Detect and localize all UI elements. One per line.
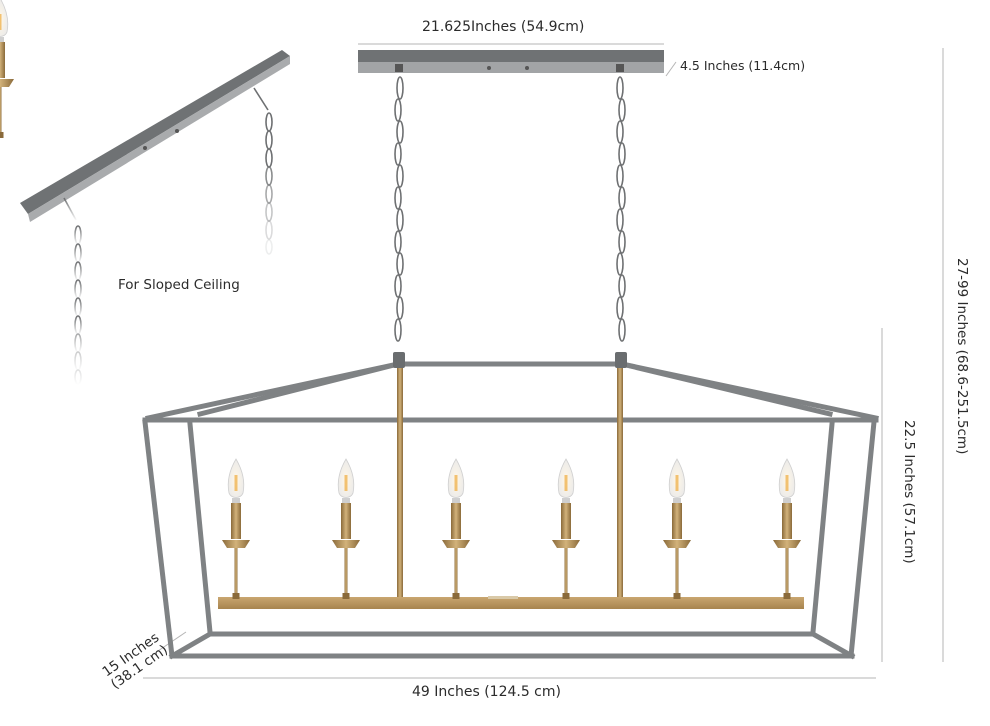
chain-right <box>616 76 626 342</box>
width-label: 49 Inches (124.5 cm) <box>412 684 561 700</box>
candles <box>0 0 14 138</box>
canopy-width-label: 21.625Inches (54.9cm) <box>422 19 585 35</box>
dimension-lines <box>143 43 944 679</box>
chains <box>394 76 626 342</box>
brass-rods <box>397 368 623 598</box>
body-height-label: 22.5 Inches (57.1cm) <box>901 420 917 564</box>
crossbar-plate <box>488 596 518 599</box>
overall-height-label: 27-99 Inches (68.6-251.5cm) <box>954 258 970 455</box>
lantern-frame <box>142 360 879 660</box>
frame-knuckles <box>393 352 627 368</box>
canopy <box>358 50 664 73</box>
chain-left <box>394 76 404 342</box>
sloped-ceiling-label: For Sloped Ceiling <box>118 277 240 293</box>
candle <box>0 0 14 138</box>
brass-crossbar <box>218 597 804 609</box>
sloped-ceiling-inset <box>20 50 290 385</box>
canopy-depth-label: 4.5 Inches (11.4cm) <box>680 58 806 73</box>
